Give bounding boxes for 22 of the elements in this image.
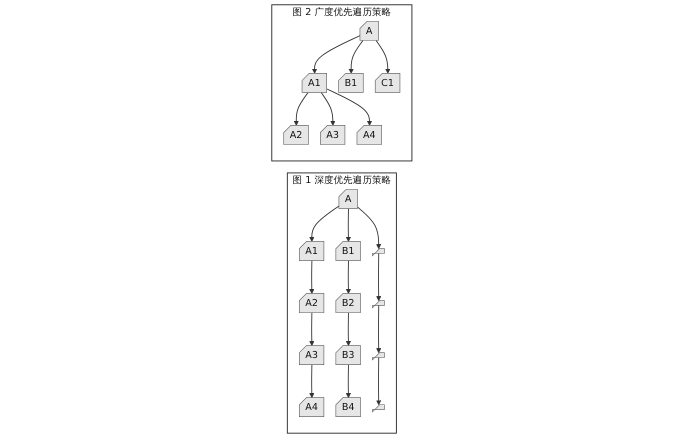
arrow <box>309 205 340 242</box>
arrow <box>346 312 352 346</box>
arrow <box>309 364 315 398</box>
arrow <box>294 92 308 126</box>
arrow <box>346 260 352 294</box>
arrow <box>376 356 382 406</box>
arrow <box>376 252 382 302</box>
node-document <box>372 248 385 257</box>
arrow <box>312 35 361 74</box>
arrow <box>309 312 315 346</box>
arrow <box>376 40 391 74</box>
arrow <box>346 364 352 398</box>
arrow <box>321 92 336 126</box>
arrow <box>376 304 382 354</box>
node-document <box>372 352 385 361</box>
arrow <box>348 40 364 74</box>
arrow <box>346 208 352 242</box>
node-document <box>372 300 385 309</box>
node-document <box>372 404 385 413</box>
arrow <box>309 260 315 294</box>
arrow <box>357 206 382 250</box>
arrow <box>326 88 372 126</box>
